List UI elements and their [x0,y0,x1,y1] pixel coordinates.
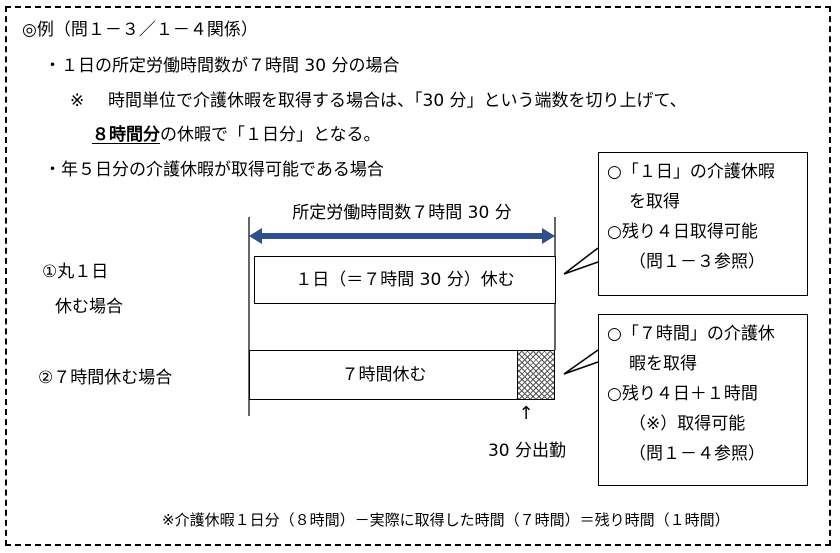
case2-hatched-30min [517,350,555,400]
duration-label: 所定労働時間数７時間 30 分 [292,203,512,223]
bullet-workday-hours: ・１日の所定労働時間数が７時間 30 分の場合 [44,56,400,76]
dashed-frame [5,6,831,546]
case2-bar: ７時間休む [249,350,519,400]
case2-pointer-label: 30 分出勤 [487,441,567,461]
case2-bar-text: ７時間休む [341,365,427,385]
callout2: ○「７時間」の介護休 暇を取得 ○残り４日＋１時間 （※）取得可能 （問１－４参… [598,314,808,486]
note-underlined-hours: ８時間分 [92,125,160,145]
callout2-line1: ○「７時間」の介護休 [607,324,775,344]
callout2-line3: ○残り４日＋１時間 [607,384,758,404]
case2-pointer-arrow: ↑ [518,403,534,424]
case1-label-line2: 休む場合 [55,297,123,317]
callout2-line4: （※）取得可能 [629,414,746,434]
callout1-line4: （問１－３参照） [629,252,765,272]
case1-bar: １日（＝７時間 30 分）休む [254,256,556,304]
callout2-pointer [563,349,599,375]
note-line2: ８時間分の休暇で「１日分」となる。 [92,125,381,145]
note-mark: ※ [70,91,85,111]
heading: ◎例（問１－３／１－４関係） [22,20,258,40]
case2-label: ②７時間休む場合 [38,368,173,388]
callout2-line2: 暇を取得 [629,354,697,374]
callout1-line2: を取得 [629,192,680,212]
callout2-line5: （問１－４参照） [629,444,765,464]
note-line2-rest: の休暇で「１日分」となる。 [160,125,381,145]
callout1-line3: ○残り４日取得可能 [607,222,758,242]
note-line1: 時間単位で介護休暇を取得する場合は、「30 分」という端数を切り上げて、 [108,91,687,111]
duration-arrow-left-head [249,228,262,244]
footnote: ※介護休暇１日分（８時間）－実際に取得した時間（７時間）＝残り時間（１時間） [162,511,730,529]
duration-arrow-right-head [542,228,555,244]
case1-bar-text: １日（＝７時間 30 分）休む [295,270,515,290]
bullet-five-days: ・年５日分の介護休暇が取得可能である場合 [44,160,384,180]
case1-label-line1: ①丸１日 [42,262,109,282]
callout1-line1: ○「１日」の介護休暇 [607,162,775,182]
callout1: ○「１日」の介護休暇 を取得 ○残り４日取得可能 （問１－３参照） [598,152,808,296]
callout1-pointer [563,247,599,275]
